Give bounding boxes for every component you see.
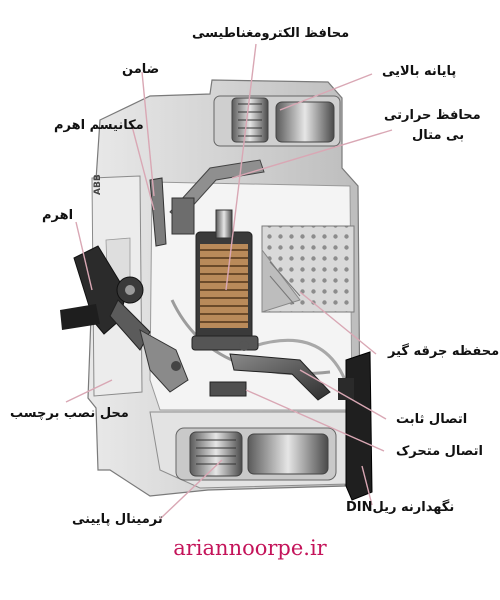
label-arc-chute: محفظه جرقه گیر xyxy=(388,344,500,359)
leader-label-mount xyxy=(65,379,113,403)
label-upper-terminal: پایانه بالایی xyxy=(382,64,457,79)
label-lower-terminal: ترمینال پایینی xyxy=(72,512,163,527)
leader-moving-contact xyxy=(245,389,385,452)
leader-din-rail xyxy=(361,465,373,506)
label-din-rail-holder-word: نگهدارنه ریل xyxy=(372,500,455,515)
leader-lever-mechanism xyxy=(131,125,155,211)
leader-lever xyxy=(75,221,93,291)
leader-fixed-contact xyxy=(299,369,387,420)
leader-upper-terminal xyxy=(279,73,373,111)
label-lever-mechanism: مکانیسم اهرم xyxy=(54,118,144,133)
label-bimetal-protector-1: محافظ حرارتی xyxy=(384,108,481,123)
brand-mark: ABB xyxy=(93,174,103,195)
leader-lines xyxy=(65,43,393,520)
leader-arc-chute xyxy=(299,291,377,355)
label-din-rail-holder-suffix: DIN xyxy=(346,500,373,515)
label-moving-contact: اتصال متحرک xyxy=(396,444,483,459)
upper-terminal-part xyxy=(213,95,341,147)
label-lever: اهرم xyxy=(42,208,74,223)
leader-lower-terminal xyxy=(159,459,223,520)
leader-guarantor xyxy=(141,71,155,197)
lever-mechanism-part xyxy=(139,177,189,393)
contacts-part xyxy=(209,341,331,401)
label-bimetal-protector-2: بی متال xyxy=(412,128,465,143)
coil-part xyxy=(191,209,259,351)
website-watermark: ariannoorpe.ir xyxy=(173,536,327,560)
label-electromagnetic-protector: محافظ الکترومغناطیسی xyxy=(192,26,350,41)
label-guarantor: ضامن xyxy=(122,62,160,77)
label-fixed-contact: اتصال ثابت xyxy=(396,412,468,427)
lower-terminal-part xyxy=(175,427,337,481)
leader-bimetal xyxy=(231,129,393,179)
label-din-rail-holder: نگهدارنه ریلDIN xyxy=(346,500,454,516)
leader-electromagnetic xyxy=(225,43,257,291)
label-label-mount: محل نصب برچسب xyxy=(10,406,129,421)
